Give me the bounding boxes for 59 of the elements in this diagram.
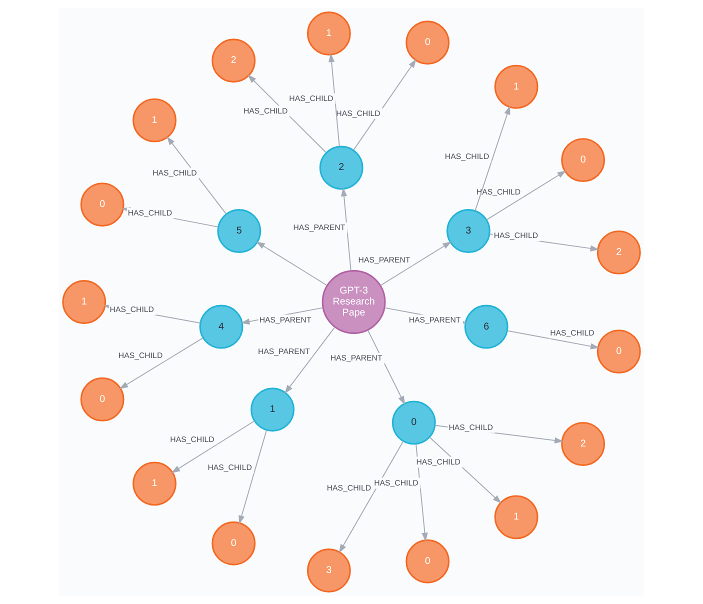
arrow xyxy=(338,440,404,554)
arrow xyxy=(474,106,510,212)
edge-label: HAS_PARENT xyxy=(293,223,346,232)
node-circle: 4 xyxy=(199,304,244,349)
node-circle: GPT-3 Research Pape xyxy=(322,270,386,334)
edge-label: HAS_CHILD xyxy=(448,422,493,432)
edge-label: HAS_PARENT xyxy=(259,315,312,324)
arrow xyxy=(256,241,328,286)
node-circle: 0 xyxy=(596,330,641,374)
node-circle: 0 xyxy=(392,400,436,445)
node-circle: 1 xyxy=(132,98,176,142)
arrow xyxy=(340,188,352,272)
node-circle: 1 xyxy=(250,388,295,432)
arrow xyxy=(353,58,416,151)
arrow xyxy=(238,430,268,524)
edge-label: HAS_PARENT xyxy=(358,256,410,265)
edge-label: HAS_CHILD xyxy=(494,231,538,240)
edge-label: HAS_CHILD xyxy=(110,304,154,314)
edge-label: HAS_CHILD xyxy=(118,351,163,360)
edge-label: HAS_CHILD xyxy=(128,208,172,218)
node-circle: 1 xyxy=(306,12,351,56)
edge-label: HAS_CHILD xyxy=(550,328,594,338)
node-circle: 0 xyxy=(406,20,450,65)
node-circle: 3 xyxy=(306,548,351,592)
node-circle: 0 xyxy=(80,377,124,422)
node-circle: 0 xyxy=(406,539,450,584)
node-circle: 1 xyxy=(494,495,538,540)
edge-label: HAS_CHILD xyxy=(326,483,372,492)
node-circle: 5 xyxy=(217,209,262,253)
node-circle: 0 xyxy=(212,521,256,566)
arrow xyxy=(328,53,340,147)
arrow xyxy=(380,241,452,286)
arrow xyxy=(119,337,204,390)
node-circle: 0 xyxy=(80,182,124,227)
arrow xyxy=(506,330,600,350)
node-circle: 1 xyxy=(132,462,176,506)
edge-label: HAS_CHILD xyxy=(476,187,521,196)
node-circle: 1 xyxy=(62,280,106,324)
edge-label: HAS_PARENT xyxy=(258,347,310,356)
edge-label: HAS_CHILD xyxy=(374,478,418,488)
edge-label: HAS_CHILD xyxy=(444,152,490,162)
edge-label: HAS_CHILD xyxy=(336,108,380,118)
node-circle: 2 xyxy=(319,146,364,190)
edge-label: HAS_CHILD xyxy=(243,106,288,116)
arrow xyxy=(486,170,566,220)
arrow xyxy=(284,326,336,394)
edge-label: HAS_PARENT xyxy=(330,354,382,363)
edge-label: HAS_CHILD xyxy=(152,168,197,178)
node-circle: 2 xyxy=(561,422,606,466)
edge-label: HAS_CHILD xyxy=(208,463,252,472)
edge-label: HAS_PARENT xyxy=(408,315,461,324)
node-circle: 2 xyxy=(596,230,641,274)
edge-label: HAS_CHILD xyxy=(170,434,214,444)
node-circle: 0 xyxy=(561,138,606,182)
node-circle: 6 xyxy=(464,304,508,349)
node-circle: 1 xyxy=(494,64,538,109)
edge-label: HAS_CHILD xyxy=(289,94,334,104)
node-circle: 3 xyxy=(446,209,490,253)
edge-label: HAS_CHILD xyxy=(416,458,460,467)
